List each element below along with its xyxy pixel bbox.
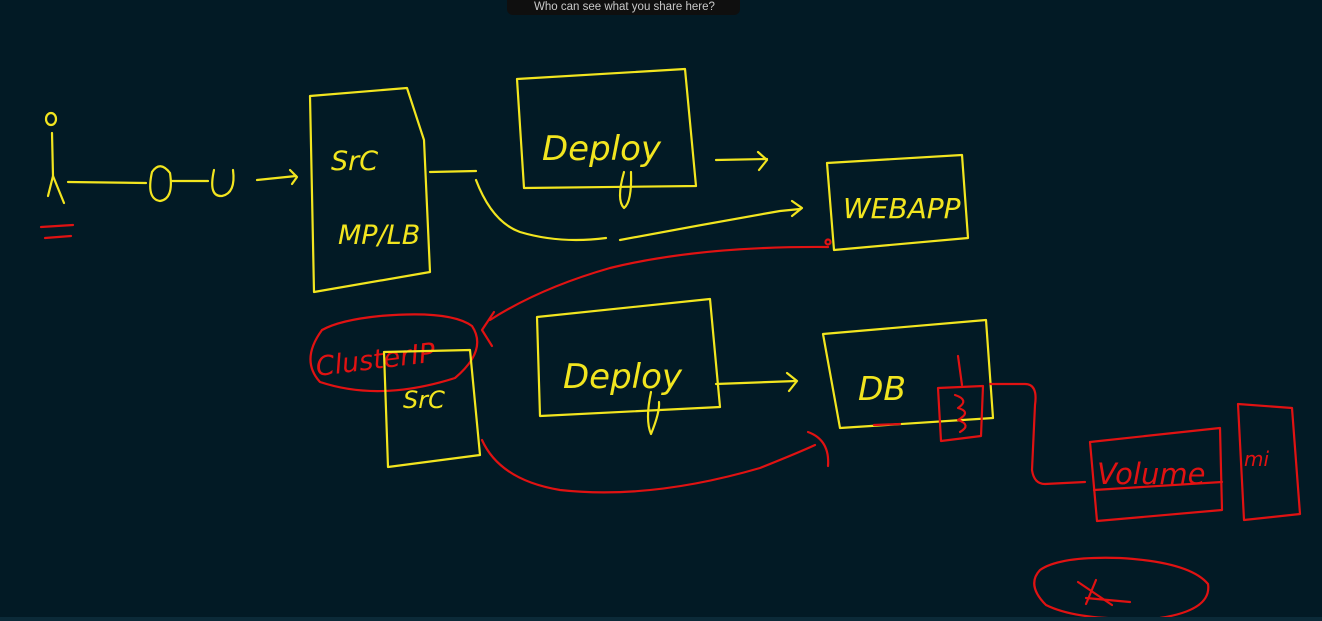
clusterip-ellipse	[309, 313, 479, 393]
db-label: DB	[858, 369, 906, 408]
volume-label: Volume	[1097, 457, 1205, 491]
db-return-curve	[480, 430, 830, 494]
traffic-flow-line	[66, 165, 299, 203]
deploy-to-db-arrow	[714, 371, 799, 393]
deploy-box-top	[515, 67, 698, 210]
bottom-status-strip	[0, 617, 1322, 621]
volume-box	[1088, 426, 1224, 523]
crossed-out-circle	[1033, 556, 1210, 620]
deploy-label-bottom: Deploy	[563, 357, 683, 397]
deploy-to-webapp-arrow	[714, 150, 769, 172]
webapp-to-clusterip-link	[480, 238, 832, 348]
user-figure	[44, 111, 66, 205]
banner-text: Who can see what you share here?	[534, 1, 715, 13]
mp-lb-label: MP/LB	[338, 220, 420, 251]
user-underline	[39, 223, 75, 240]
clusterip-label: ClusterIP	[314, 337, 438, 382]
db-underline	[872, 422, 902, 427]
share-visibility-banner[interactable]: Who can see what you share here?	[507, 0, 740, 15]
minikube-box	[1236, 402, 1302, 522]
db-box	[821, 318, 995, 430]
deploy-box-bottom	[535, 297, 722, 436]
minikube-label: mi	[1244, 447, 1269, 471]
service-label-top: SrC	[331, 146, 378, 177]
deploy-label-top: Deploy	[542, 129, 662, 169]
webapp-box	[825, 153, 970, 252]
svc-to-deploy-connector	[428, 169, 804, 242]
service-label-bottom: SrC	[403, 386, 445, 414]
webapp-label: WEBAPP	[843, 192, 961, 225]
service-box-bottom	[382, 348, 482, 469]
service-box-top	[308, 86, 432, 294]
volume-mount-icon	[936, 354, 1087, 486]
